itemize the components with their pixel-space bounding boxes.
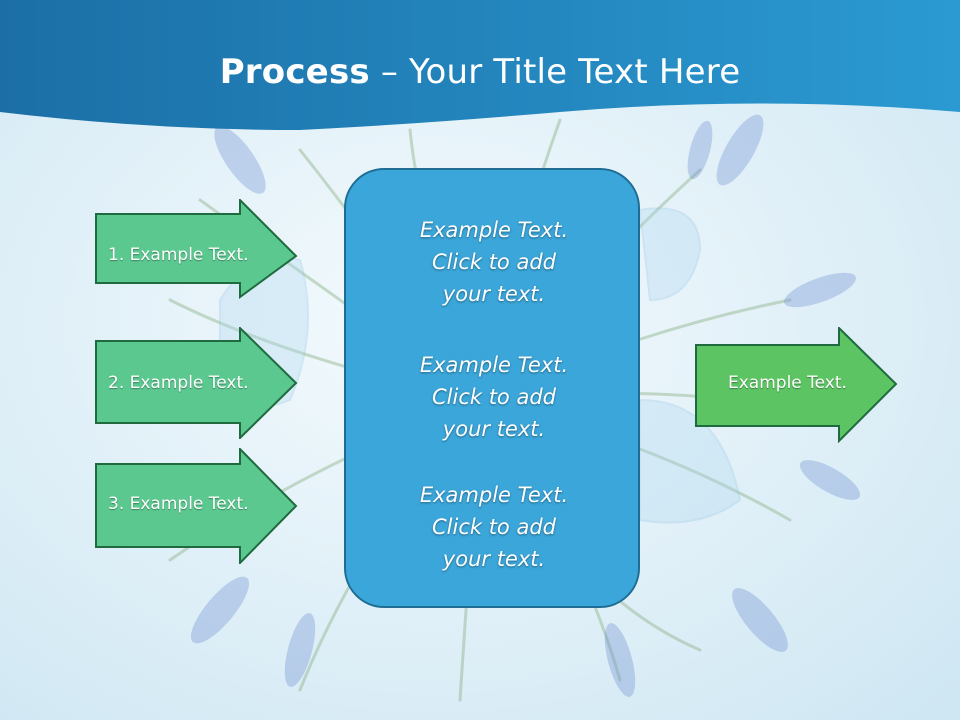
center-paragraph-3-line-3: your text. <box>442 547 546 571</box>
center-paragraph-3-line-2: Click to add <box>431 515 556 539</box>
output-arrow-shape <box>695 327 898 443</box>
arrow-2-label: 2. Example Text. <box>108 373 249 393</box>
center-paragraph-2-line-3: your text. <box>442 417 546 441</box>
center-paragraph-1-line-1: Example Text. <box>419 218 569 242</box>
title-bold: Process <box>219 52 370 92</box>
process-arrow-2[interactable]: 2. Example Text. <box>95 327 300 439</box>
title-rest: – Your Title Text Here <box>369 52 741 92</box>
output-arrow[interactable]: Example Text. <box>695 327 900 443</box>
arrow-1-shape <box>95 199 298 299</box>
center-paragraph-2-line-1: Example Text. <box>419 353 569 377</box>
center-paragraph-2-line-2: Click to add <box>431 385 556 409</box>
process-arrow-1[interactable]: 1. Example Text. <box>95 199 300 299</box>
center-paragraph-1: Example Text. Click to add your text. <box>346 214 642 310</box>
slide-title: Process – Your Title Text Here <box>0 52 960 92</box>
arrow-3-shape <box>95 448 298 564</box>
process-arrow-3[interactable]: 3. Example Text. <box>95 448 300 564</box>
center-paragraph-3: Example Text. Click to add your text. <box>346 479 642 575</box>
arrow-2-shape <box>95 327 298 439</box>
center-text-box[interactable]: Example Text. Click to add your text. Ex… <box>344 168 640 608</box>
output-arrow-label: Example Text. <box>728 373 847 393</box>
center-paragraph-1-line-2: Click to add <box>431 250 556 274</box>
arrow-3-label: 3. Example Text. <box>108 494 249 514</box>
center-paragraph-2: Example Text. Click to add your text. <box>346 349 642 445</box>
center-paragraph-1-line-3: your text. <box>442 282 546 306</box>
arrow-1-label: 1. Example Text. <box>108 245 249 265</box>
center-paragraph-3-line-1: Example Text. <box>419 483 569 507</box>
